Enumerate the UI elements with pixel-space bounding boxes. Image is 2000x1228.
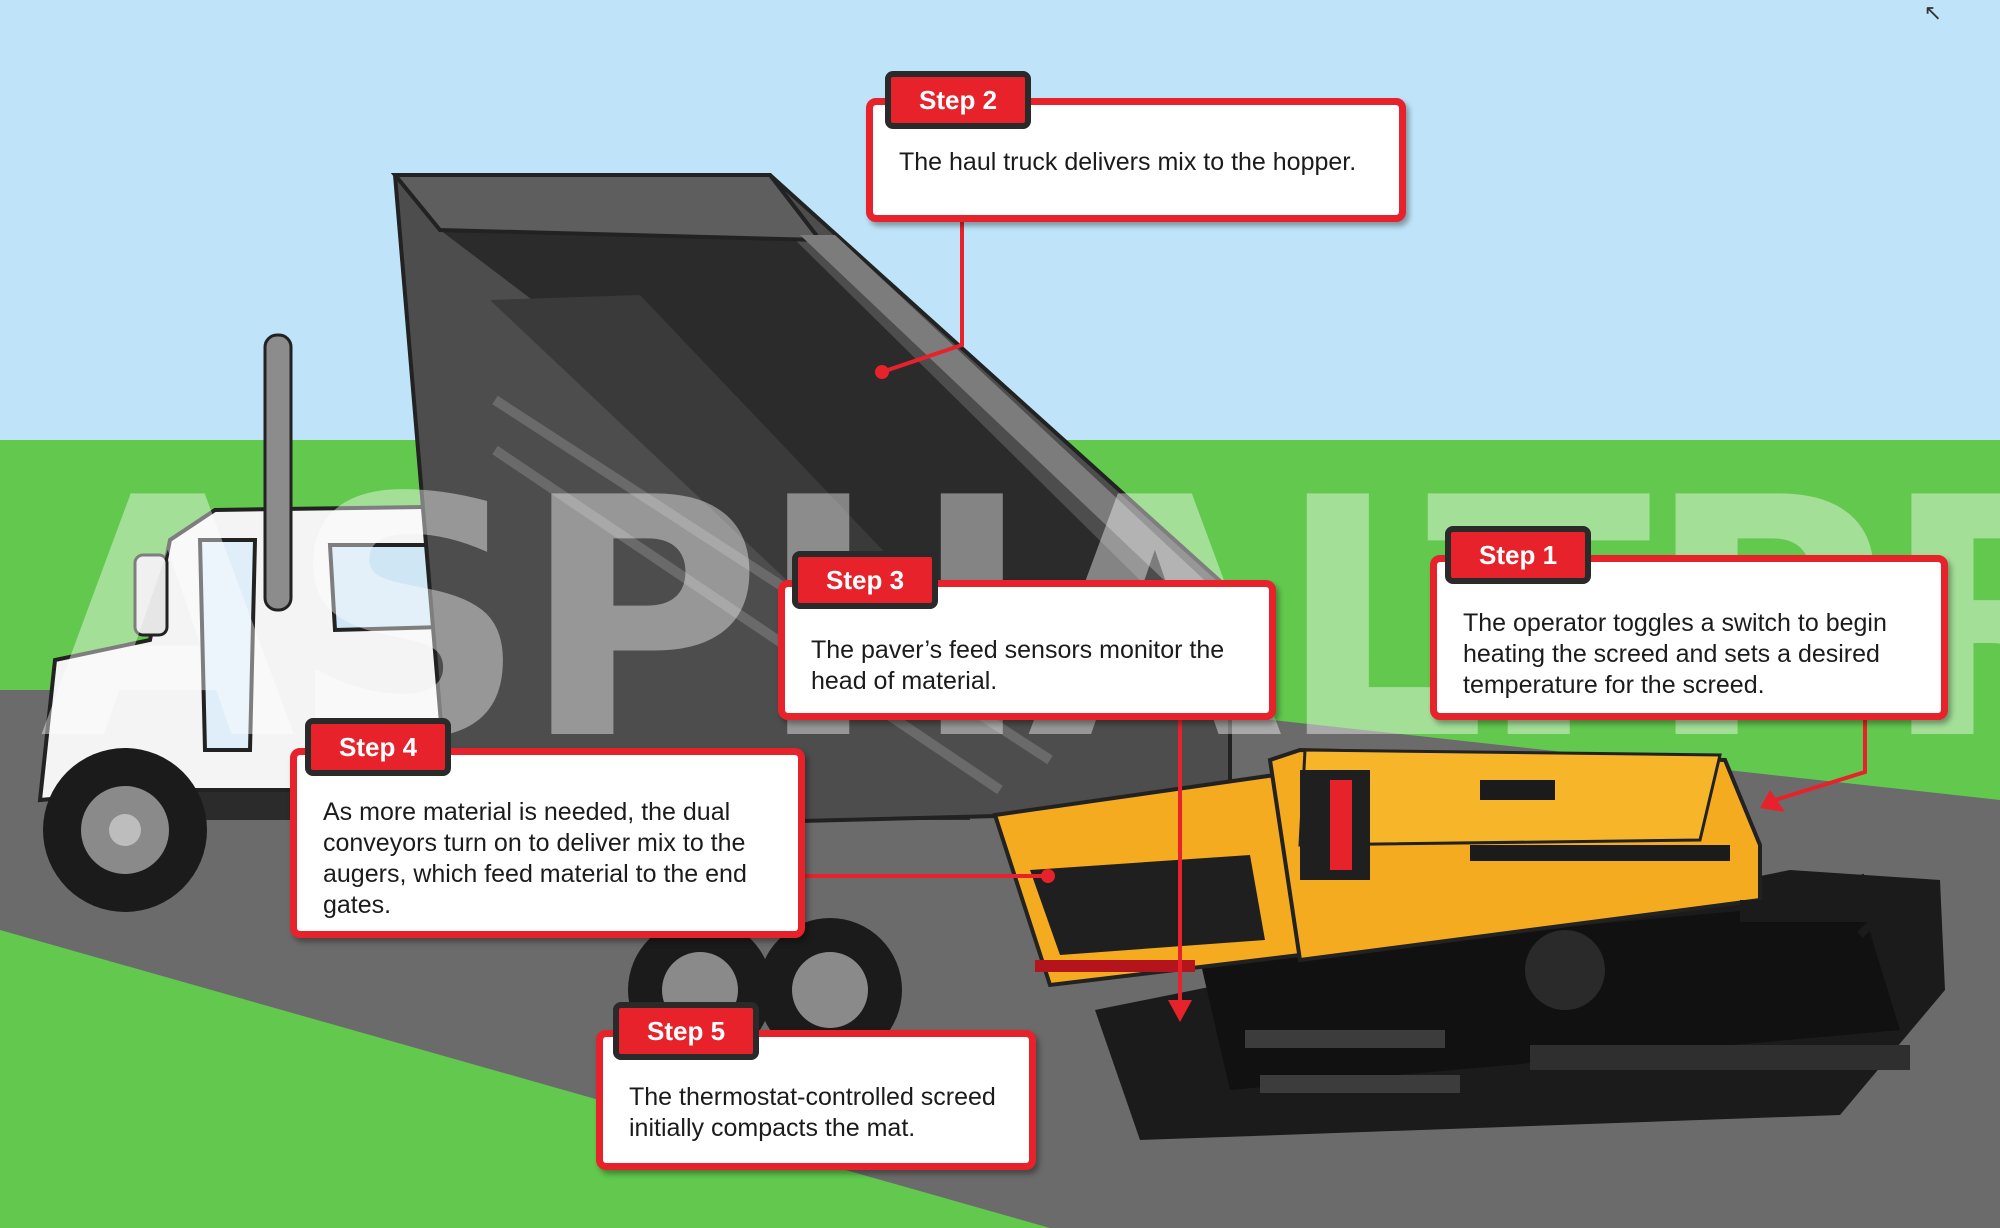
step3-description: The paver’s feed sensors monitor the hea… (811, 636, 1225, 695)
step4-label: Step 4 (305, 718, 452, 776)
mouse-pointer-icon: ↖ (1923, 0, 1942, 25)
step5-description: The thermostat-controlled screed initial… (629, 1083, 996, 1142)
step3-label: Step 3 (792, 551, 939, 609)
leader-lines (805, 220, 1867, 1005)
leader-step1 (1774, 718, 1867, 802)
callout-step4: As more material is needed, the dual con… (290, 748, 805, 938)
step1-description: The operator toggles a switch to begin h… (1463, 609, 1887, 699)
step2-description: The haul truck delivers mix to the hoppe… (899, 148, 1357, 176)
step5-label: Step 5 (613, 1002, 760, 1060)
leader-ends (875, 365, 1785, 1022)
step4-description: As more material is needed, the dual con… (323, 798, 747, 919)
sky (0, 0, 2000, 445)
callout-step2: The haul truck delivers mix to the hoppe… (866, 98, 1406, 222)
step2-label: Step 2 (885, 71, 1032, 129)
step1-label: Step 1 (1445, 526, 1592, 584)
asphalt-paver (992, 747, 1945, 1140)
leader-step2 (881, 220, 964, 374)
